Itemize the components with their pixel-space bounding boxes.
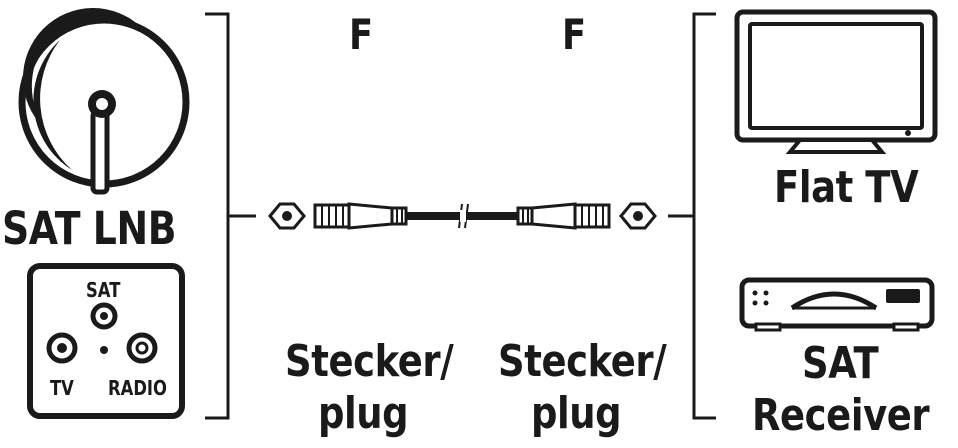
right-f-plug [516,202,611,230]
right-connector-desc-line2: plug [531,388,622,439]
right-connector-type: F [562,10,586,59]
left-connector-desc-line2: plug [318,388,409,439]
socket-sat-label: SAT [86,278,121,302]
flat-tv-icon [734,9,938,154]
sat-receiver-label-line1: SAT [802,338,879,389]
left-f-plug [313,202,408,230]
socket-radio-label: RADIO [108,376,167,400]
satellite-dish-icon [18,8,190,195]
right-bracket [668,12,716,420]
socket-tv-label: TV [50,376,74,400]
flat-tv-label: Flat TV [774,162,919,213]
left-connector-type: F [349,10,373,59]
sat-port-icon [90,302,118,330]
sat-receiver-icon [739,277,935,332]
f-cable-icon [268,202,657,230]
radio-port-icon [126,332,158,364]
right-port-symbol [619,202,657,230]
sat-lnb-label: SAT LNB [2,202,177,255]
left-bracket [205,12,256,420]
center-dot [100,346,108,354]
wall-socket-icon [27,263,185,419]
left-connector-desc-line1: Stecker/ [285,336,454,387]
sat-receiver-label-line2: Receiver [752,390,930,441]
left-port-symbol [268,202,306,230]
right-connector-desc-line1: Stecker/ [498,336,667,387]
tv-port-icon [46,332,78,364]
